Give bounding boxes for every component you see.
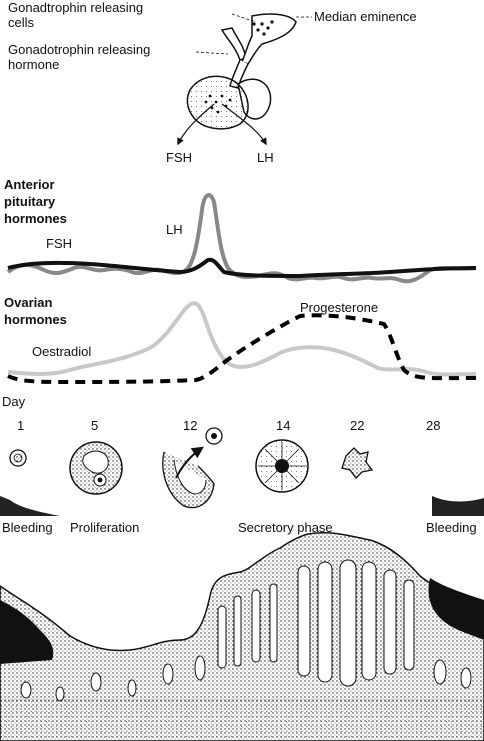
secretory-phase-label: Secretory phase: [238, 520, 333, 535]
anterior-pituitary-heading: Anterior pituitary hormones: [4, 177, 67, 226]
lh-arrow-label: LH: [257, 150, 274, 165]
bleeding-start-label: Bleeding: [2, 520, 53, 535]
proliferation-label: Proliferation: [70, 520, 140, 535]
gnrh-cells-label: Gonadtrophin releasing cells: [8, 0, 144, 30]
median-eminence-label: Median eminence: [314, 9, 417, 24]
day-tick-22: 22: [350, 418, 365, 433]
corpus-luteum-day-14: [255, 439, 309, 493]
bleeding-shading: [0, 496, 484, 516]
follicle-stages: [9, 427, 374, 509]
oestradiol-curve: [7, 301, 477, 377]
follicle-day-1: [9, 449, 27, 467]
lh-series-label: LH: [166, 222, 183, 237]
progesterone-series-label: Progesterone: [300, 300, 379, 315]
gnrh-hormone-label: Gonadotrophin releasing hormone: [8, 42, 151, 72]
day-tick-5: 5: [91, 418, 99, 433]
corpus-luteum-day-22: [341, 447, 374, 479]
follicle-day-5: [69, 441, 123, 495]
fsh-series-label: FSH: [46, 236, 72, 251]
day-axis-label: Day: [2, 394, 26, 409]
day-tick-14: 14: [276, 418, 291, 433]
anterior-hormone-chart: [6, 193, 477, 284]
follicle-day-12-ovulation: [162, 427, 223, 509]
fsh-arrow-label: FSH: [166, 150, 192, 165]
fsh-curve: [7, 257, 477, 278]
bleeding-end-label: Bleeding: [426, 520, 477, 535]
day-tick-28: 28: [426, 418, 441, 433]
day-tick-12: 12: [183, 418, 198, 433]
endometrium-illustration: [0, 531, 484, 741]
ovarian-hormones-heading: Ovarian hormones: [4, 295, 67, 327]
oestradiol-series-label: Oestradiol: [32, 344, 92, 359]
releasing-cells-dots: [252, 20, 274, 36]
ovarian-hormone-chart: [7, 301, 477, 384]
day-tick-1: 1: [17, 418, 25, 433]
pituitary-illustration: [177, 13, 312, 146]
lh-curve: [6, 193, 477, 284]
anterior-lobe-dots: [204, 94, 232, 114]
